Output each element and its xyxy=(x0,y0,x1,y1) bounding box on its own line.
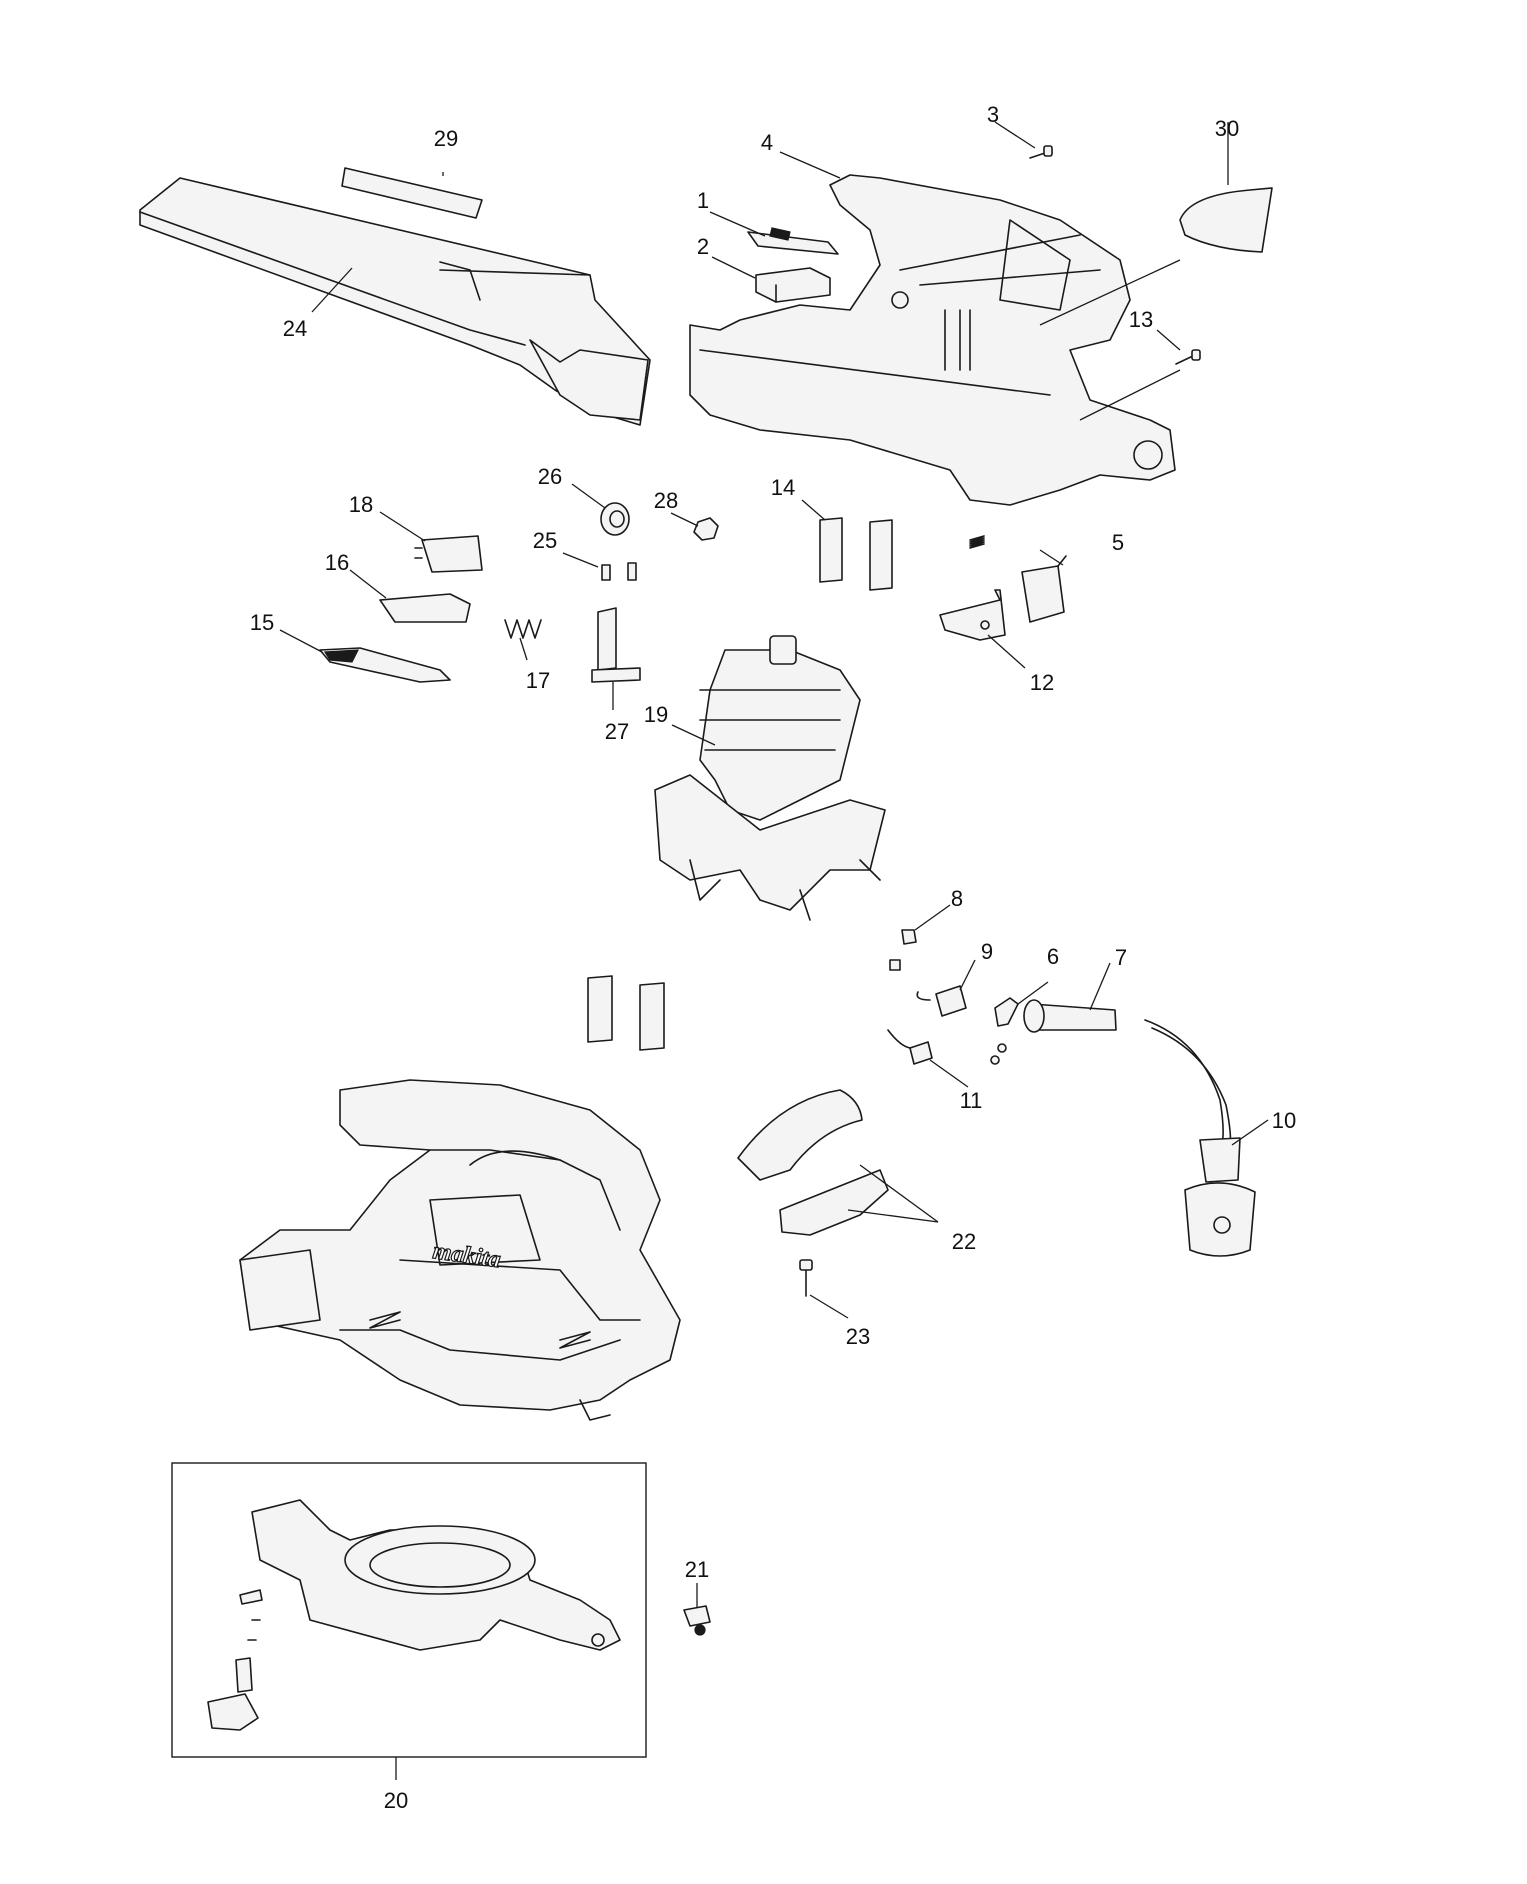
part-8-cap xyxy=(901,929,917,945)
part-9-brush xyxy=(889,959,967,1017)
assembly-frame xyxy=(171,1462,647,1758)
callout-23: 23 xyxy=(846,1324,870,1349)
part-30-cover xyxy=(1179,187,1273,253)
callout-26: 26 xyxy=(538,464,562,489)
callout-9: 9 xyxy=(981,939,993,964)
callout-20: 20 xyxy=(384,1788,408,1813)
part-3-screw xyxy=(1029,145,1053,159)
callout-5: 5 xyxy=(1112,530,1124,555)
part-29-label xyxy=(341,167,483,219)
part-5-micro-switch xyxy=(1021,555,1067,623)
lower-brush-plates xyxy=(587,975,665,1051)
callout-25: 25 xyxy=(533,528,557,553)
callout-15: 15 xyxy=(250,610,274,635)
callout-8: 8 xyxy=(951,886,963,911)
callout-13: 13 xyxy=(1129,307,1153,332)
part-15-trigger xyxy=(319,647,451,683)
callout-19: 19 xyxy=(644,702,668,727)
leader-lines xyxy=(279,121,1269,1780)
part-10-cord-plug xyxy=(1144,1019,1256,1257)
callout-14: 14 xyxy=(771,475,795,500)
callout-22: 22 xyxy=(952,1229,976,1254)
part-25-pins xyxy=(601,562,637,581)
part-6-cord-guard xyxy=(990,997,1019,1065)
part-23-screw xyxy=(799,1259,813,1297)
callout-3: 3 xyxy=(987,102,999,127)
part-12-bracket xyxy=(939,589,1006,641)
part-26-bearing xyxy=(600,502,630,536)
part-22-handle-cover xyxy=(737,1089,889,1236)
callout-labels: 1 2 3 4 5 6 7 8 9 10 11 12 13 14 15 16 1… xyxy=(250,102,1296,1813)
part-13-screw xyxy=(1175,349,1201,365)
part-1-switch-plate xyxy=(747,227,839,255)
part-18-switch xyxy=(414,535,483,573)
callout-28: 28 xyxy=(654,488,678,513)
callout-6: 6 xyxy=(1047,944,1059,969)
callout-11: 11 xyxy=(960,1088,983,1113)
callout-4: 4 xyxy=(761,130,773,155)
part-21-clamp xyxy=(683,1605,711,1636)
part-7-cord-sleeve xyxy=(1023,999,1117,1033)
callout-2: 2 xyxy=(697,234,709,259)
part-24-nozzle xyxy=(139,177,651,426)
part-16-lever xyxy=(379,593,471,623)
part-28-nut xyxy=(693,517,719,541)
callout-10: 10 xyxy=(1272,1108,1296,1133)
part-14-plates xyxy=(819,517,893,591)
part-17-spring xyxy=(504,619,542,639)
part-20-assembly xyxy=(171,1462,647,1758)
callout-30: 30 xyxy=(1215,116,1239,141)
part-4-housing xyxy=(689,174,1176,506)
callout-17: 17 xyxy=(526,668,550,693)
part-27-terminal xyxy=(591,607,641,683)
callout-21: 21 xyxy=(685,1557,709,1582)
callout-27: 27 xyxy=(605,719,629,744)
part-2-switch xyxy=(755,267,831,303)
part-19-motor xyxy=(654,635,886,921)
callout-7: 7 xyxy=(1115,945,1127,970)
callout-1: 1 xyxy=(697,188,709,213)
part-11-brush xyxy=(887,1029,933,1065)
callout-16: 16 xyxy=(325,550,349,575)
callout-29: 29 xyxy=(434,126,458,151)
callout-12: 12 xyxy=(1030,670,1054,695)
spring-icon xyxy=(969,535,985,549)
callout-24: 24 xyxy=(283,316,307,341)
callout-18: 18 xyxy=(349,492,373,517)
assembled-blower: makita xyxy=(239,1079,681,1421)
